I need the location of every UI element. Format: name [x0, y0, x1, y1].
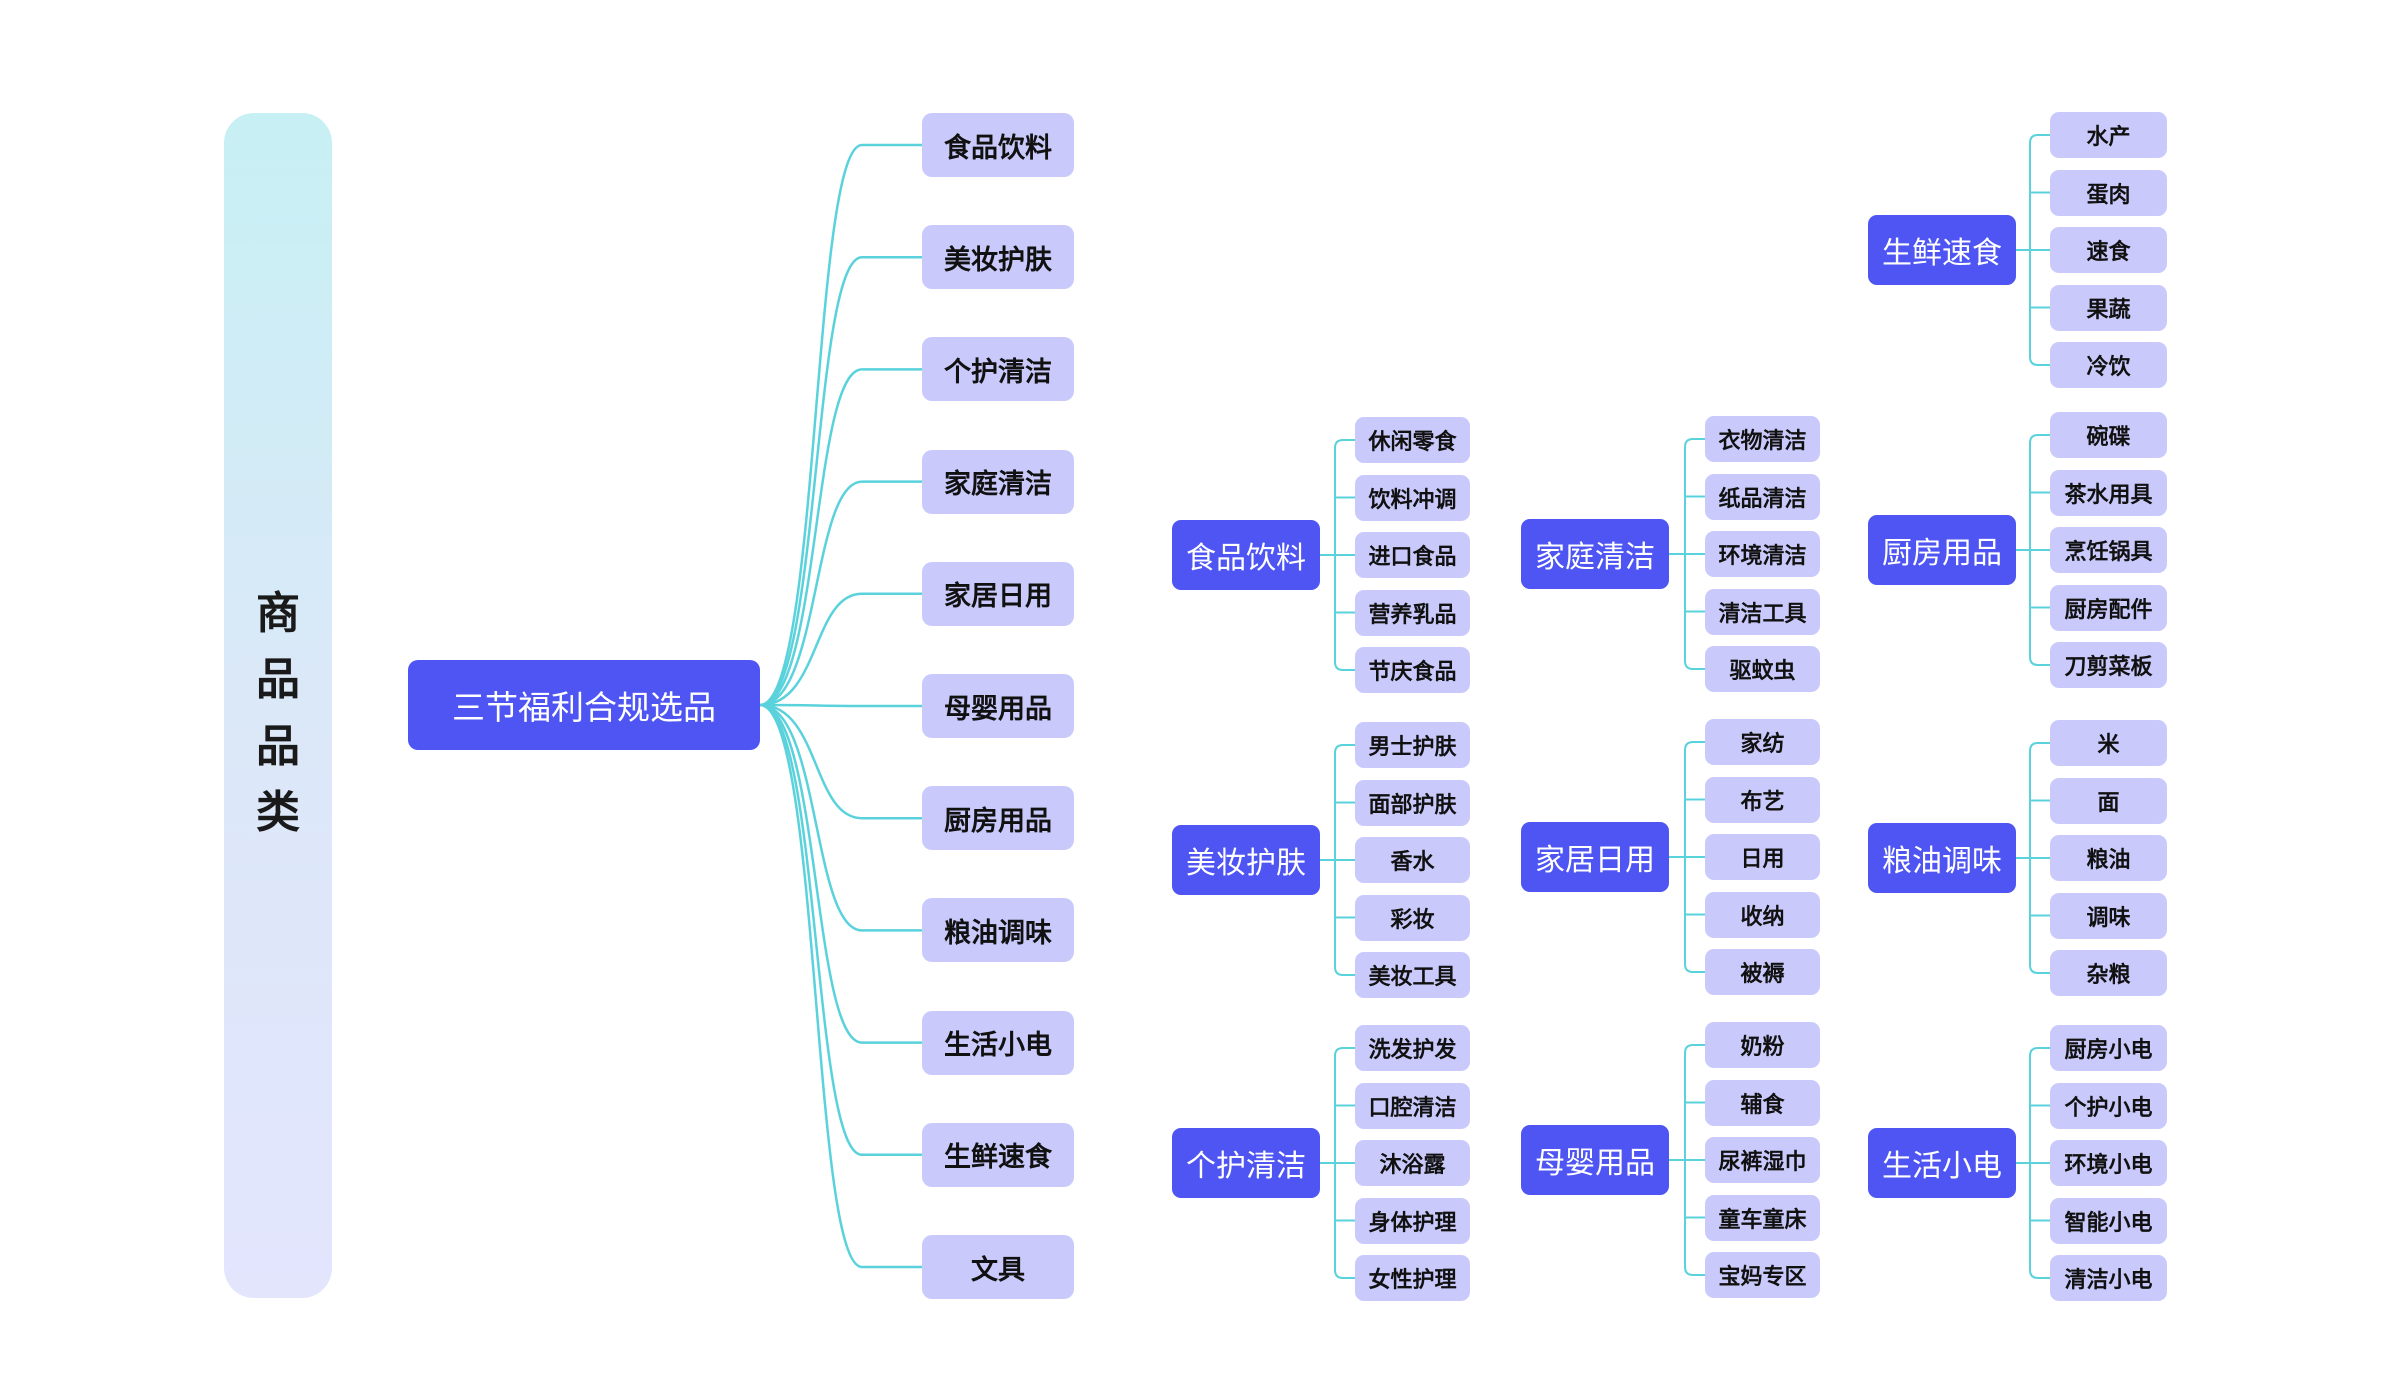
category-node: 文具: [922, 1235, 1074, 1299]
group-node: 食品饮料: [1172, 520, 1320, 590]
leaf-node: 衣物清洁: [1705, 416, 1820, 462]
category-node: 粮油调味: [922, 898, 1074, 963]
leaf-node: 男士护肤: [1355, 722, 1470, 768]
leaf-node: 米: [2050, 720, 2167, 766]
category-node: 生鲜速食: [922, 1122, 1074, 1187]
leaf-node: 饮料冲调: [1355, 474, 1470, 521]
leaf-node: 休闲零食: [1355, 417, 1470, 463]
category-node: 家庭清洁: [922, 449, 1074, 514]
leaf-node: 清洁小电: [2050, 1255, 2167, 1301]
connector-line: [759, 480, 922, 707]
leaf-node: 调味: [2050, 892, 2167, 939]
leaf-node: 美妆工具: [1355, 952, 1470, 998]
connector-line: [759, 703, 922, 1269]
leaf-node: 尿裤湿巾: [1705, 1137, 1820, 1183]
leaf-node: 粮油: [2050, 835, 2167, 881]
side-title-char: 品: [256, 654, 300, 705]
group-node: 粮油调味: [1868, 823, 2016, 893]
connector-line: [759, 703, 922, 820]
connector-line: [759, 143, 922, 707]
leaf-node: 节庆食品: [1355, 647, 1470, 693]
leaf-node: 厨房小电: [2050, 1025, 2167, 1071]
leaf-node: 环境小电: [2050, 1140, 2167, 1186]
connector-line: [759, 703, 922, 1157]
group-node: 家庭清洁: [1521, 519, 1669, 589]
leaf-node: 进口食品: [1355, 532, 1470, 578]
leaf-node: 童车童床: [1705, 1194, 1820, 1241]
side-title-banner: 商 品 品 类: [224, 113, 332, 1298]
leaf-node: 面: [2050, 777, 2167, 824]
leaf-node: 洗发护发: [1355, 1025, 1470, 1071]
connector-line: [759, 255, 922, 707]
connector-line: [759, 592, 922, 707]
leaf-node: 驱蚊虫: [1705, 646, 1820, 692]
leaf-node: 个护小电: [2050, 1082, 2167, 1129]
leaf-node: 收纳: [1705, 891, 1820, 938]
leaf-node: 速食: [2050, 227, 2167, 273]
category-node: 食品饮料: [922, 113, 1074, 177]
side-title-char: 品: [256, 721, 300, 772]
leaf-node: 清洁工具: [1705, 588, 1820, 635]
connector-line: [759, 703, 922, 1044]
leaf-node: 辅食: [1705, 1079, 1820, 1126]
leaf-node: 奶粉: [1705, 1022, 1820, 1068]
leaf-node: 环境清洁: [1705, 531, 1820, 577]
group-node: 家居日用: [1521, 822, 1669, 892]
leaf-node: 沐浴露: [1355, 1140, 1470, 1186]
group-node: 生鲜速食: [1868, 215, 2016, 285]
leaf-node: 果蔬: [2050, 284, 2167, 331]
root-node: 三节福利合规选品: [408, 660, 760, 750]
leaf-node: 面部护肤: [1355, 779, 1470, 826]
leaf-node: 纸品清洁: [1705, 473, 1820, 520]
leaf-node: 厨房配件: [2050, 584, 2167, 631]
leaf-node: 香水: [1355, 837, 1470, 883]
leaf-node: 身体护理: [1355, 1197, 1470, 1244]
leaf-node: 布艺: [1705, 776, 1820, 823]
side-title-char: 类: [256, 787, 300, 838]
leaf-node: 茶水用具: [2050, 469, 2167, 516]
leaf-node: 刀剪菜板: [2050, 642, 2167, 688]
leaf-node: 蛋肉: [2050, 169, 2167, 216]
leaf-node: 口腔清洁: [1355, 1082, 1470, 1129]
leaf-node: 冷饮: [2050, 342, 2167, 388]
category-node: 厨房用品: [922, 786, 1074, 851]
leaf-node: 营养乳品: [1355, 589, 1470, 636]
connector-line: [759, 368, 922, 707]
leaf-node: 日用: [1705, 834, 1820, 880]
group-node: 母婴用品: [1521, 1125, 1669, 1195]
category-node: 家居日用: [922, 561, 1074, 626]
category-node: 生活小电: [922, 1010, 1074, 1075]
leaf-node: 彩妆: [1355, 894, 1470, 941]
connector-line: [759, 703, 922, 708]
group-node: 个护清洁: [1172, 1128, 1320, 1198]
group-node: 生活小电: [1868, 1128, 2016, 1198]
leaf-node: 水产: [2050, 112, 2167, 158]
category-node: 美妆护肤: [922, 225, 1074, 290]
leaf-node: 女性护理: [1355, 1255, 1470, 1301]
side-title-char: 商: [256, 588, 300, 639]
leaf-node: 杂粮: [2050, 950, 2167, 996]
category-node: 个护清洁: [922, 337, 1074, 402]
group-node: 美妆护肤: [1172, 825, 1320, 895]
group-node: 厨房用品: [1868, 515, 2016, 585]
leaf-node: 被褥: [1705, 949, 1820, 995]
connector-line: [759, 703, 922, 932]
leaf-node: 家纺: [1705, 719, 1820, 765]
leaf-node: 智能小电: [2050, 1197, 2167, 1244]
leaf-node: 烹饪锅具: [2050, 527, 2167, 573]
leaf-node: 碗碟: [2050, 412, 2167, 458]
category-node: 母婴用品: [922, 674, 1074, 738]
leaf-node: 宝妈专区: [1705, 1252, 1820, 1298]
